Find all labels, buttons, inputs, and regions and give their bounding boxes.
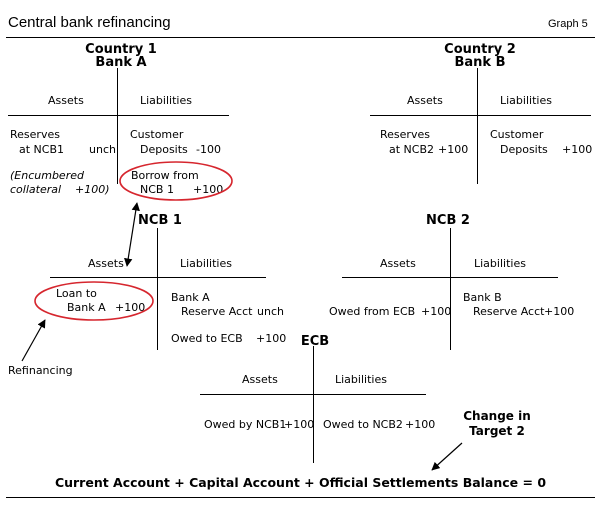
bank-a-deposits-label: Customer	[130, 128, 184, 141]
bank-b-deposits-sub: Deposits	[500, 143, 548, 156]
ncb1-liabilities-label: Liabilities	[180, 257, 232, 270]
bank-b-country: Country 2	[444, 42, 516, 57]
ncb1-t-bar	[50, 277, 266, 278]
ecb-owed-by-label: Owed by NCB1	[204, 418, 287, 431]
borrow-highlight-ellipse	[119, 161, 233, 201]
loan-highlight-ellipse	[34, 281, 154, 321]
balance-equation: Current Account + Capital Account + Offi…	[54, 475, 547, 490]
ncb1-loan-value: +100	[115, 301, 146, 314]
bank-a-reserves-label: Reserves	[10, 128, 60, 141]
bank-a-assets-label: Assets	[48, 94, 84, 107]
ecb-assets-label: Assets	[242, 373, 278, 386]
ecb-name: ECB	[300, 334, 330, 349]
ncb1-bank-value: unch	[257, 305, 284, 318]
header-rule	[6, 37, 595, 38]
target2-label-line2: Target 2	[469, 424, 525, 438]
ecb-owed-by-value: +100	[284, 418, 315, 431]
ncb1-bank-label: Bank A	[171, 291, 210, 304]
target2-label-line1: Change in	[463, 409, 531, 423]
bank-b-reserves-label: Reserves	[380, 128, 430, 141]
footer-rule	[6, 497, 595, 498]
bank-a-reserves-sub: at NCB1	[19, 143, 65, 156]
bank-b-deposits-value: +100	[562, 143, 593, 156]
bank-b-name: Bank B	[454, 55, 506, 70]
ncb2-assets-label: Assets	[380, 257, 416, 270]
ncb1-owed-value: +100	[256, 332, 287, 345]
ncb2-owed-label: Owed from ECB	[329, 305, 416, 318]
ecb-owed-to-label: Owed to NCB2	[323, 418, 403, 431]
ncb2-bank-sub: Reserve Acct	[473, 305, 545, 318]
ncb1-bank-sub: Reserve Acct	[181, 305, 253, 318]
bank-a-borrow-sub: NCB 1	[140, 183, 174, 196]
ncb1-t-stem	[157, 228, 158, 350]
bank-b-reserves-value: +100	[438, 143, 469, 156]
bank-b-assets-label: Assets	[407, 94, 443, 107]
bank-a-reserves-value: unch	[89, 143, 116, 156]
ncb2-bank-value: +100	[544, 305, 575, 318]
bank-a-collateral-sub: collateral	[10, 183, 62, 196]
refinancing-arrow	[21, 319, 46, 362]
bank-b-liabilities-label: Liabilities	[500, 94, 552, 107]
ncb1-loan-sub: Bank A	[67, 301, 106, 314]
bank-a-borrow-label: Borrow from	[131, 169, 199, 182]
target2-arrow	[431, 442, 463, 471]
ncb1-assets-label: Assets	[88, 257, 124, 270]
ncb2-bank-label: Bank B	[463, 291, 502, 304]
bank-b-t-bar	[370, 115, 591, 116]
bank-b-reserves-sub: at NCB2	[389, 143, 435, 156]
graph-label: Graph 5	[548, 18, 588, 30]
bank-b-t-stem	[477, 68, 478, 184]
bank-a-collateral-value: +100)	[75, 183, 110, 196]
bank-a-borrow-value: +100	[193, 183, 224, 196]
ecb-liabilities-label: Liabilities	[335, 373, 387, 386]
bank-a-deposits-sub: Deposits	[140, 143, 188, 156]
ncb2-name: NCB 2	[426, 213, 470, 228]
ecb-owed-to-value: +100	[405, 418, 436, 431]
ncb1-owed-label: Owed to ECB	[171, 332, 243, 345]
ncb2-owed-value: +100	[421, 305, 452, 318]
ecb-t-stem	[313, 346, 314, 463]
bank-a-country: Country 1	[85, 42, 157, 57]
bank-a-name: Bank A	[95, 55, 147, 70]
ncb1-name: NCB 1	[138, 213, 182, 228]
refinancing-label: Refinancing	[8, 364, 73, 377]
bank-a-ncb1-arrow	[124, 202, 140, 267]
bank-a-deposits-value: -100	[196, 143, 221, 156]
bank-a-collateral-label: (Encumbered	[10, 169, 84, 182]
bank-a-liabilities-label: Liabilities	[140, 94, 192, 107]
ncb1-loan-label: Loan to	[56, 287, 97, 300]
ncb2-liabilities-label: Liabilities	[474, 257, 526, 270]
bank-b-deposits-label: Customer	[490, 128, 544, 141]
bank-a-t-bar	[8, 115, 229, 116]
page-title: Central bank refinancing	[8, 14, 171, 31]
ncb2-t-stem	[450, 228, 451, 350]
bank-a-t-stem	[117, 68, 118, 184]
